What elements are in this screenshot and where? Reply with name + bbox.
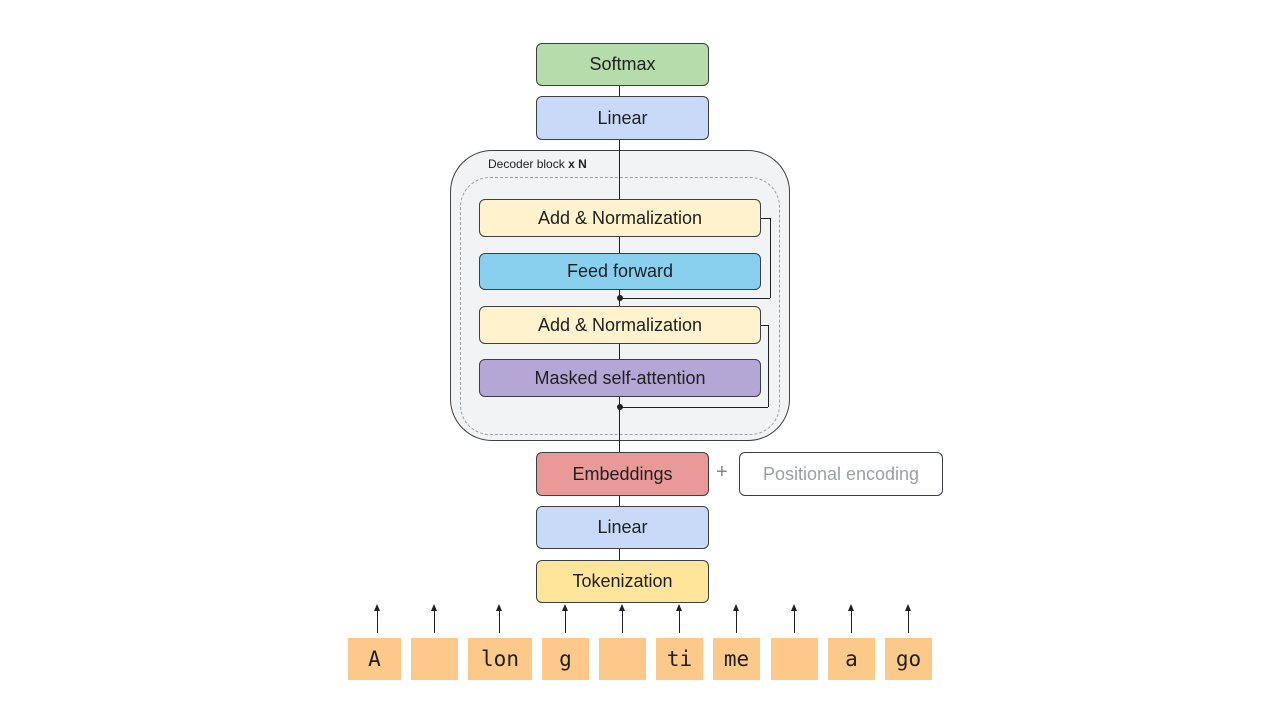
spine-decoder-1 <box>619 150 620 200</box>
linear-top-box: Linear <box>536 96 709 140</box>
token-1 <box>411 638 458 680</box>
decoder-block-label: Decoder block x N <box>488 157 587 171</box>
spine-decoder-2 <box>619 236 620 254</box>
token-arrow <box>562 604 568 633</box>
decoder-label-prefix: Decoder block <box>488 157 565 171</box>
token-arrow <box>791 604 797 633</box>
residual-top-out <box>620 298 770 299</box>
spine-decoder-4 <box>619 343 620 360</box>
spine-top <box>619 85 620 97</box>
token-6: me <box>713 638 760 680</box>
token-arrow <box>905 604 911 633</box>
token-0: A <box>348 638 401 680</box>
residual-bottom-in <box>760 325 768 326</box>
positional-encoding-box: Positional encoding <box>739 452 943 496</box>
residual-top-in <box>760 218 770 219</box>
feed-forward-box: Feed forward <box>479 253 761 290</box>
token-8: a <box>828 638 875 680</box>
token-arrow <box>676 604 682 633</box>
linear-bottom-box: Linear <box>536 506 709 549</box>
masked-self-attention-box: Masked self-attention <box>479 359 761 397</box>
spine-embed-linear <box>619 495 620 507</box>
token-arrow <box>848 604 854 633</box>
decoder-inner-dashed <box>460 177 780 435</box>
tokenization-box: Tokenization <box>536 560 709 603</box>
token-5: ti <box>656 638 703 680</box>
softmax-box: Softmax <box>536 43 709 86</box>
token-2: lon <box>468 638 532 680</box>
token-arrow <box>619 604 625 633</box>
embeddings-box: Embeddings <box>536 452 709 496</box>
token-3: g <box>542 638 589 680</box>
residual-bottom-dot <box>617 404 623 410</box>
token-7 <box>771 638 818 680</box>
token-arrow <box>733 604 739 633</box>
residual-top-side <box>770 218 771 298</box>
token-4 <box>599 638 646 680</box>
residual-top-dot <box>617 295 623 301</box>
token-arrow <box>431 604 437 633</box>
plus-sign: + <box>716 461 728 483</box>
decoder-label-suffix: x N <box>568 157 587 171</box>
residual-bottom-side <box>768 325 769 407</box>
add-norm-top-box: Add & Normalization <box>479 199 761 237</box>
token-arrow <box>496 604 502 633</box>
add-norm-bottom-box: Add & Normalization <box>479 306 761 344</box>
token-arrow <box>374 604 380 633</box>
spine-decoder-5 <box>619 396 620 453</box>
spine-linear-token <box>619 548 620 561</box>
token-9: go <box>885 638 932 680</box>
residual-bottom-out <box>620 407 768 408</box>
